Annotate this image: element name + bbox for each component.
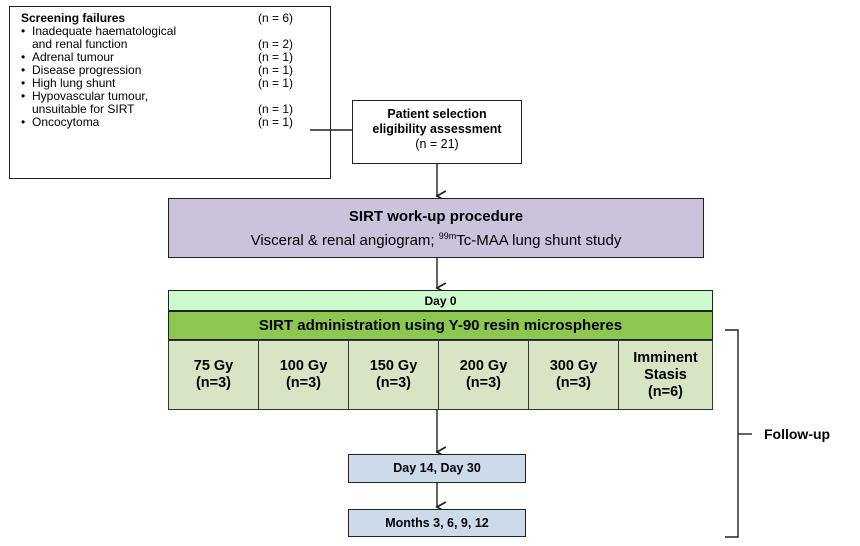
dose-value: 150 Gy [369,358,418,374]
sirt-workup-subtitle: Visceral & renal angiogram; 99mTc-MAA lu… [169,226,703,251]
patient-selection-box: Patient selection eligibility assessment… [352,100,522,164]
day0-box: Day 0 [168,290,713,311]
screening-item-label: Hypovascular tumour,unsuitable for SIRT [32,90,258,116]
workup-sub-sup: 99m [438,231,457,241]
dose-cell-text: 300 Gy(n=3) [550,358,598,392]
followup-bracket [725,329,739,538]
screening-item: • Adrenal tumour (n = 1) [21,51,320,64]
screening-item-label: High lung shunt [32,77,258,90]
sirt-workup-title: SIRT work-up procedure [348,208,524,225]
screening-header: Screening failures (n = 6) [21,12,320,25]
screening-item-count: (n = 2) [258,37,294,51]
bullet: • [21,63,26,77]
dose-cell-200gy: 200 Gy(n=3) [438,340,529,410]
sirt-administration-box: SIRT administration using Y-90 resin mic… [168,311,713,340]
dose-cell-text: 75 Gy(n=3) [194,358,234,392]
dose-cell-text: 200 Gy(n=3) [460,358,508,392]
dose-cell-300gy: 300 Gy(n=3) [528,340,619,410]
dose-value-line2: Stasis [644,366,687,383]
dose-cell-75gy: 75 Gy(n=3) [168,340,259,410]
dose-count: (n=3) [465,375,502,391]
sirt-workup-box: SIRT work-up procedure Visceral & renal … [168,198,704,258]
screening-item-label-line: Oncocytoma [32,115,100,129]
dose-cell-text: 100 Gy(n=3) [280,358,328,392]
screening-item-count: (n = 1) [258,63,294,77]
screening-item-label: Oncocytoma [32,116,258,129]
screening-item-label-line: Adrenal tumour [32,50,115,64]
patient-selection-title: Patient selection [387,107,487,121]
screening-item-count: (n = 1) [258,50,294,64]
bullet: • [21,24,26,38]
workup-sub-suffix: Tc-MAA lung shunt study [456,232,622,249]
screening-item-label-line: Disease progression [32,63,142,77]
screening-item-label-line: High lung shunt [32,76,116,90]
screening-item-label-line: unsuitable for SIRT [32,102,135,116]
screening-failures-box: Screening failures (n = 6) • Inadequate h… [9,6,331,179]
screening-item-count: (n = 1) [258,115,294,129]
dose-cell-150gy: 150 Gy(n=3) [348,340,439,410]
dose-count: (n=3) [195,375,232,391]
screening-item-count: (n = 1) [258,102,294,116]
dose-cell-100gy: 100 Gy(n=3) [258,340,349,410]
followup-months-box: Months 3, 6, 9, 12 [348,509,526,537]
followup-label: Follow-up [764,426,831,442]
screening-item: • Disease progression (n = 1) [21,64,320,77]
dose-value: 200 Gy [459,358,508,374]
patient-selection-count: (n = 21) [415,137,459,151]
screening-total: (n = 6) [258,11,294,25]
screening-item: • High lung shunt (n = 1) [21,77,320,90]
bullet: • [21,76,26,90]
dose-value: 300 Gy [549,358,598,374]
screening-item-label: Disease progression [32,64,258,77]
screening-item-label-line: and renal function [32,37,128,51]
screening-title: Screening failures [21,11,126,25]
dose-count: (n=3) [555,375,592,391]
bullet: • [21,89,26,103]
dose-value: Imminent [633,349,698,366]
screening-item-label: Adrenal tumour [32,51,258,64]
dose-count: (n=3) [375,375,412,391]
screening-item: • Oncocytoma (n = 1) [21,116,320,129]
screening-item-count: (n = 1) [258,76,294,90]
dose-cell-text: 150 Gy(n=3) [370,358,418,392]
screening-item: • Hypovascular tumour,unsuitable for SIRT… [21,90,320,116]
workup-sub-prefix: Visceral & renal angiogram; [250,232,439,249]
dose-count: (n=3) [285,375,322,391]
eligibility-assessment-title: eligibility assessment [372,122,502,136]
dose-count: (n=6) [647,383,684,400]
bullet: • [21,50,26,64]
dose-value: 100 Gy [279,358,328,374]
followup-day14-day30-box: Day 14, Day 30 [348,454,526,483]
screening-item-label-line: Inadequate haematological [32,24,177,38]
bullet: • [21,115,26,129]
screening-item-label-line: Hypovascular tumour, [32,89,149,103]
dose-value: 75 Gy [193,358,234,374]
